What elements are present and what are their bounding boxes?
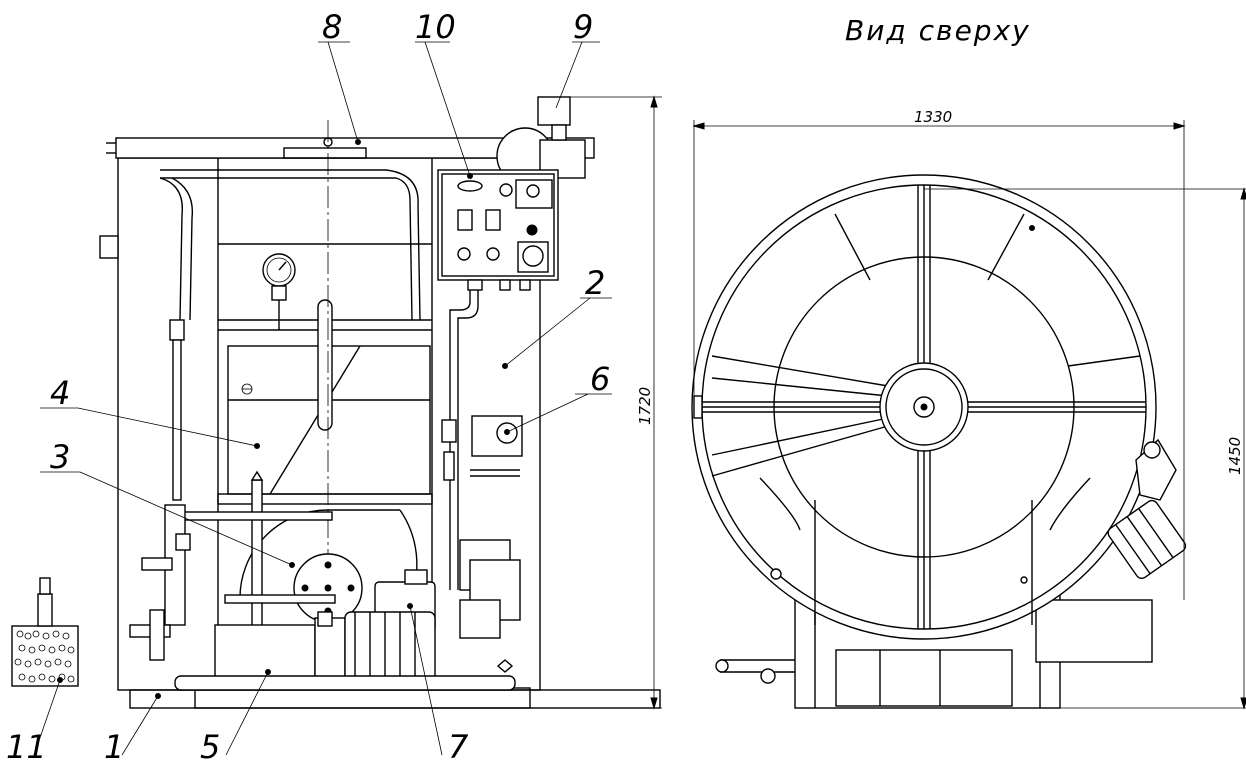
dim-top-height <box>924 187 1246 710</box>
dim-label-1450: 1450 <box>1226 437 1244 475</box>
callout-3: 3 <box>50 438 70 476</box>
top-view <box>691 174 1187 709</box>
callout-7: 7 <box>448 728 469 764</box>
callout-9: 9 <box>573 8 593 46</box>
callout-6: 6 <box>590 360 610 398</box>
front-view <box>11 96 661 709</box>
callout-5: 5 <box>200 728 220 764</box>
leader-lines <box>33 41 612 756</box>
callout-4: 4 <box>50 374 70 412</box>
dim-label-1720: 1720 <box>636 387 654 425</box>
callout-10: 10 <box>415 8 456 46</box>
callout-2: 2 <box>585 264 605 302</box>
callout-1: 1 <box>104 728 124 764</box>
dim-top-width <box>692 120 1186 600</box>
view-title: Вид сверху <box>845 14 1031 47</box>
callout-8: 8 <box>322 8 342 46</box>
dim-front-height <box>540 95 662 710</box>
callout-dots <box>57 139 510 699</box>
dim-label-1330: 1330 <box>914 108 952 126</box>
callout-11: 11 <box>6 728 47 764</box>
